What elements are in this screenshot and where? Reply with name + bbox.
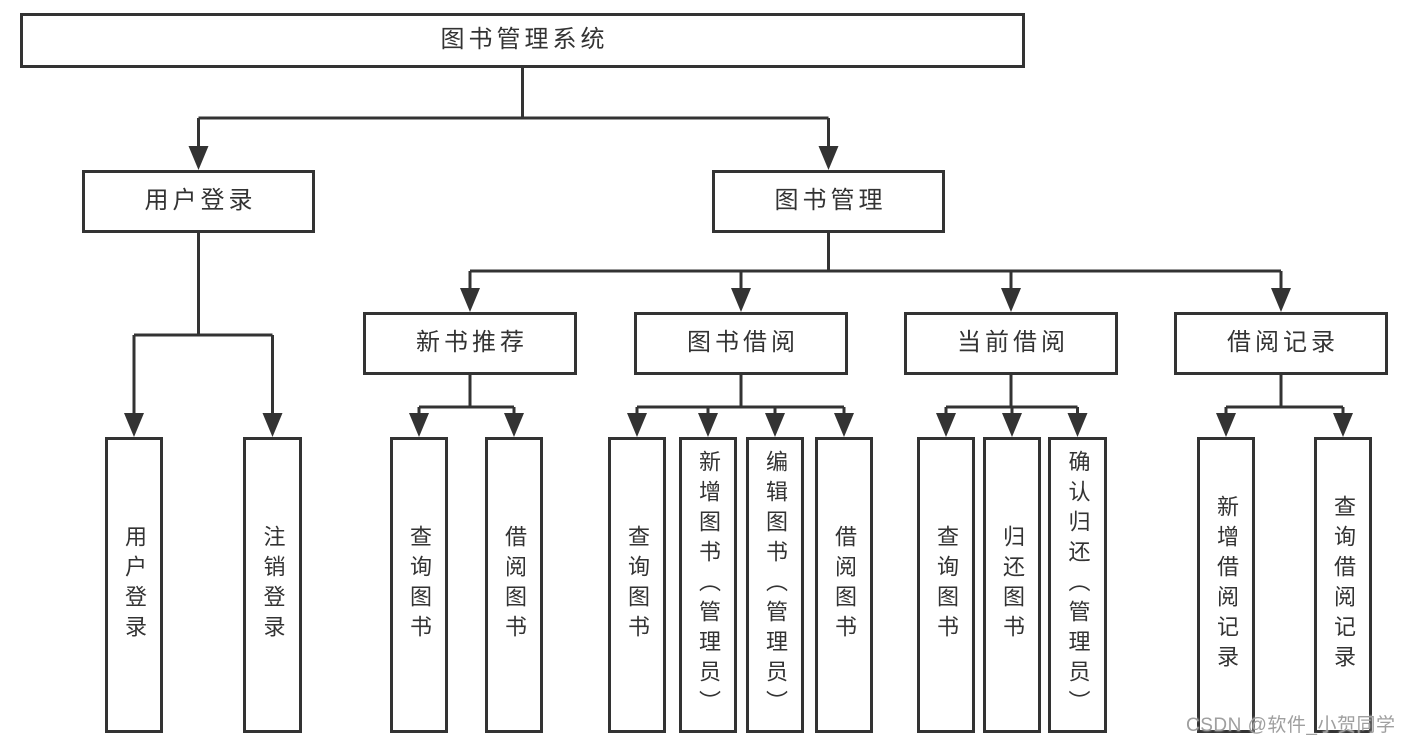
arrowhead: [460, 288, 480, 312]
leaf-query-books-current: 查询图书: [917, 437, 975, 733]
connector-book-management-to-level3: [468, 233, 1283, 292]
node-label: 新增图书（管理员）: [696, 450, 721, 720]
node-label: 查询图书: [625, 525, 650, 645]
node-label: 图书管理系统: [440, 26, 609, 54]
leaf-borrow-books-recommend: 借阅图书: [485, 437, 543, 733]
leaf-query-borrow-record: 查询借阅记录: [1314, 437, 1372, 733]
connector-current-borrowing-group: [944, 375, 1079, 417]
node-label: 查询图书: [934, 525, 959, 645]
arrowhead: [1333, 413, 1353, 437]
node-label: 注销登录: [260, 525, 286, 645]
arrowhead: [936, 413, 956, 437]
arrowhead: [262, 413, 283, 437]
node-user-login: 用户登录: [82, 170, 315, 233]
arrowhead: [504, 413, 524, 437]
arrowhead: [818, 146, 839, 170]
connector-book-borrowing-group: [635, 375, 846, 417]
leaf-user-login: 用户登录: [105, 437, 163, 733]
node-label: 新增借阅记录: [1214, 495, 1239, 675]
arrowhead: [124, 413, 144, 437]
arrowhead: [1271, 288, 1291, 312]
arrowhead: [1067, 413, 1088, 437]
node-label: 借阅图书: [502, 525, 527, 645]
arrowhead: [698, 413, 718, 437]
node-label: 用户登录: [122, 525, 147, 645]
arrowhead: [1002, 413, 1022, 437]
leaf-borrow-books: 借阅图书: [815, 437, 873, 733]
connector-user-login-group: [132, 233, 274, 417]
node-book-borrowing: 图书借阅: [634, 312, 848, 375]
leaf-return-books: 归还图书: [983, 437, 1041, 733]
leaf-add-book-admin: 新增图书（管理员）: [679, 437, 737, 733]
leaf-confirm-return-admin: 确认归还（管理员）: [1048, 437, 1107, 733]
node-label: 新书推荐: [416, 329, 528, 357]
node-root-library-system: 图书管理系统: [20, 13, 1025, 68]
node-label: 用户登录: [144, 187, 257, 215]
node-label: 查询借阅记录: [1331, 495, 1356, 675]
node-book-management: 图书管理: [712, 170, 945, 233]
node-new-book-recommendation: 新书推荐: [363, 312, 577, 375]
node-label: 编辑图书（管理员）: [763, 450, 788, 720]
node-borrowing-records: 借阅记录: [1174, 312, 1388, 375]
arrowhead: [188, 146, 209, 170]
arrowheads: [124, 146, 1353, 437]
node-label: 归还图书: [1000, 525, 1025, 645]
leaf-query-books-borrowing: 查询图书: [608, 437, 666, 733]
node-label: 借阅图书: [832, 525, 857, 645]
leaf-edit-book-admin: 编辑图书（管理员）: [746, 437, 804, 733]
node-label: 借阅记录: [1227, 329, 1339, 357]
connector-root-to-level2: [197, 68, 830, 150]
arrowhead: [1216, 413, 1236, 437]
node-label: 确认归还（管理员）: [1065, 450, 1091, 720]
node-label: 查询图书: [407, 525, 432, 645]
node-label: 图书借阅: [687, 329, 799, 357]
leaf-query-books-recommend: 查询图书: [390, 437, 448, 733]
node-current-borrowing: 当前借阅: [904, 312, 1118, 375]
arrowhead: [627, 413, 647, 437]
arrowhead: [1001, 288, 1021, 312]
leaf-logout: 注销登录: [243, 437, 302, 733]
leaf-add-borrow-record: 新增借阅记录: [1197, 437, 1255, 733]
arrowhead: [731, 288, 751, 312]
node-label: 当前借阅: [957, 329, 1069, 357]
node-label: 图书管理: [774, 187, 887, 215]
arrowhead: [834, 413, 854, 437]
connector-new-book-group: [417, 375, 516, 417]
connector-borrowing-records-group: [1224, 375, 1345, 417]
csdn-watermark: CSDN @软件_小贺同学: [1186, 715, 1396, 736]
arrowhead: [409, 413, 429, 437]
arrowhead: [765, 413, 785, 437]
